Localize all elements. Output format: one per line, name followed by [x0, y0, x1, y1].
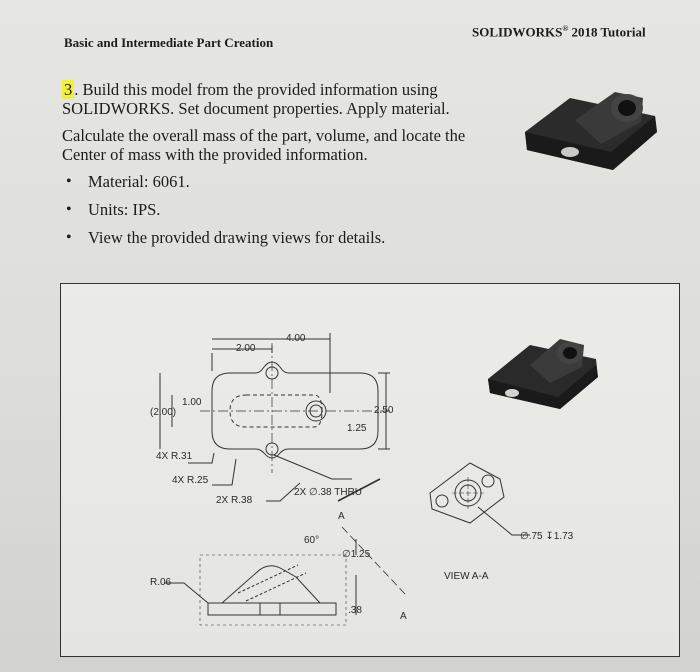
dim-2-50: 2.50: [374, 405, 394, 416]
section-view-base: [207, 602, 337, 616]
dim-dia-1-25: ∅1.25: [342, 549, 371, 560]
dim-counterbore: ∅.75 ↧1.73: [520, 531, 574, 542]
problem-text: 3. Build this model from the provided in…: [62, 80, 482, 256]
problem-instruction: 3. Build this model from the provided in…: [62, 80, 482, 118]
list-item: Units: IPS.: [62, 200, 482, 219]
brand-name: SOLIDWORKS: [472, 24, 563, 40]
problem-number: 3: [62, 80, 75, 99]
dim-2-00: 2.00: [236, 343, 256, 354]
top-view-outline: [211, 361, 379, 459]
dim-r06: R.06: [150, 577, 172, 588]
registered-mark: ®: [562, 24, 569, 33]
book-title-header: SOLIDWORKS® 2018 Tutorial: [472, 24, 646, 40]
section-label-a-top: A: [338, 511, 345, 522]
part-3d-render-drawing: [488, 339, 598, 409]
dim-1-25: 1.25: [347, 423, 367, 434]
book-title-rest: 2018 Tutorial: [568, 24, 646, 40]
dim-38: .38: [348, 605, 362, 616]
problem-task: Calculate the overall mass of the part, …: [62, 126, 466, 164]
instruction-text: . Build this model from the provided inf…: [62, 80, 450, 118]
dim-angle-60: 60°: [304, 535, 319, 546]
list-item: Material: 6061.: [62, 172, 482, 191]
list-item: View the provided drawing views for deta…: [62, 228, 482, 247]
view-aa-label: VIEW A-A: [444, 571, 489, 582]
dim-4x-r31: 4X R.31: [156, 451, 193, 462]
dim-4x-r25: 4X R.25: [172, 475, 209, 486]
dim-2x-r38: 2X R.38: [216, 495, 253, 506]
requirements-list: Material: 6061. Units: IPS. View the pro…: [62, 172, 482, 247]
view-aa-outline: [429, 462, 505, 524]
dim-2-00-ref: (2.00): [150, 407, 176, 418]
section-label-a-bottom: A: [400, 611, 407, 622]
part-3d-render-top: [525, 92, 657, 170]
chapter-header: Basic and Intermediate Part Creation: [64, 35, 274, 50]
dim-4-00: 4.00: [286, 333, 306, 344]
dim-2x-thru: 2X ∅.38 THRU: [294, 487, 362, 498]
engineering-drawing: 4.00 2.00 1.00 (2.00) 2.50 1.25 4X R.31 …: [150, 333, 598, 626]
dim-1-00: 1.00: [182, 397, 202, 408]
